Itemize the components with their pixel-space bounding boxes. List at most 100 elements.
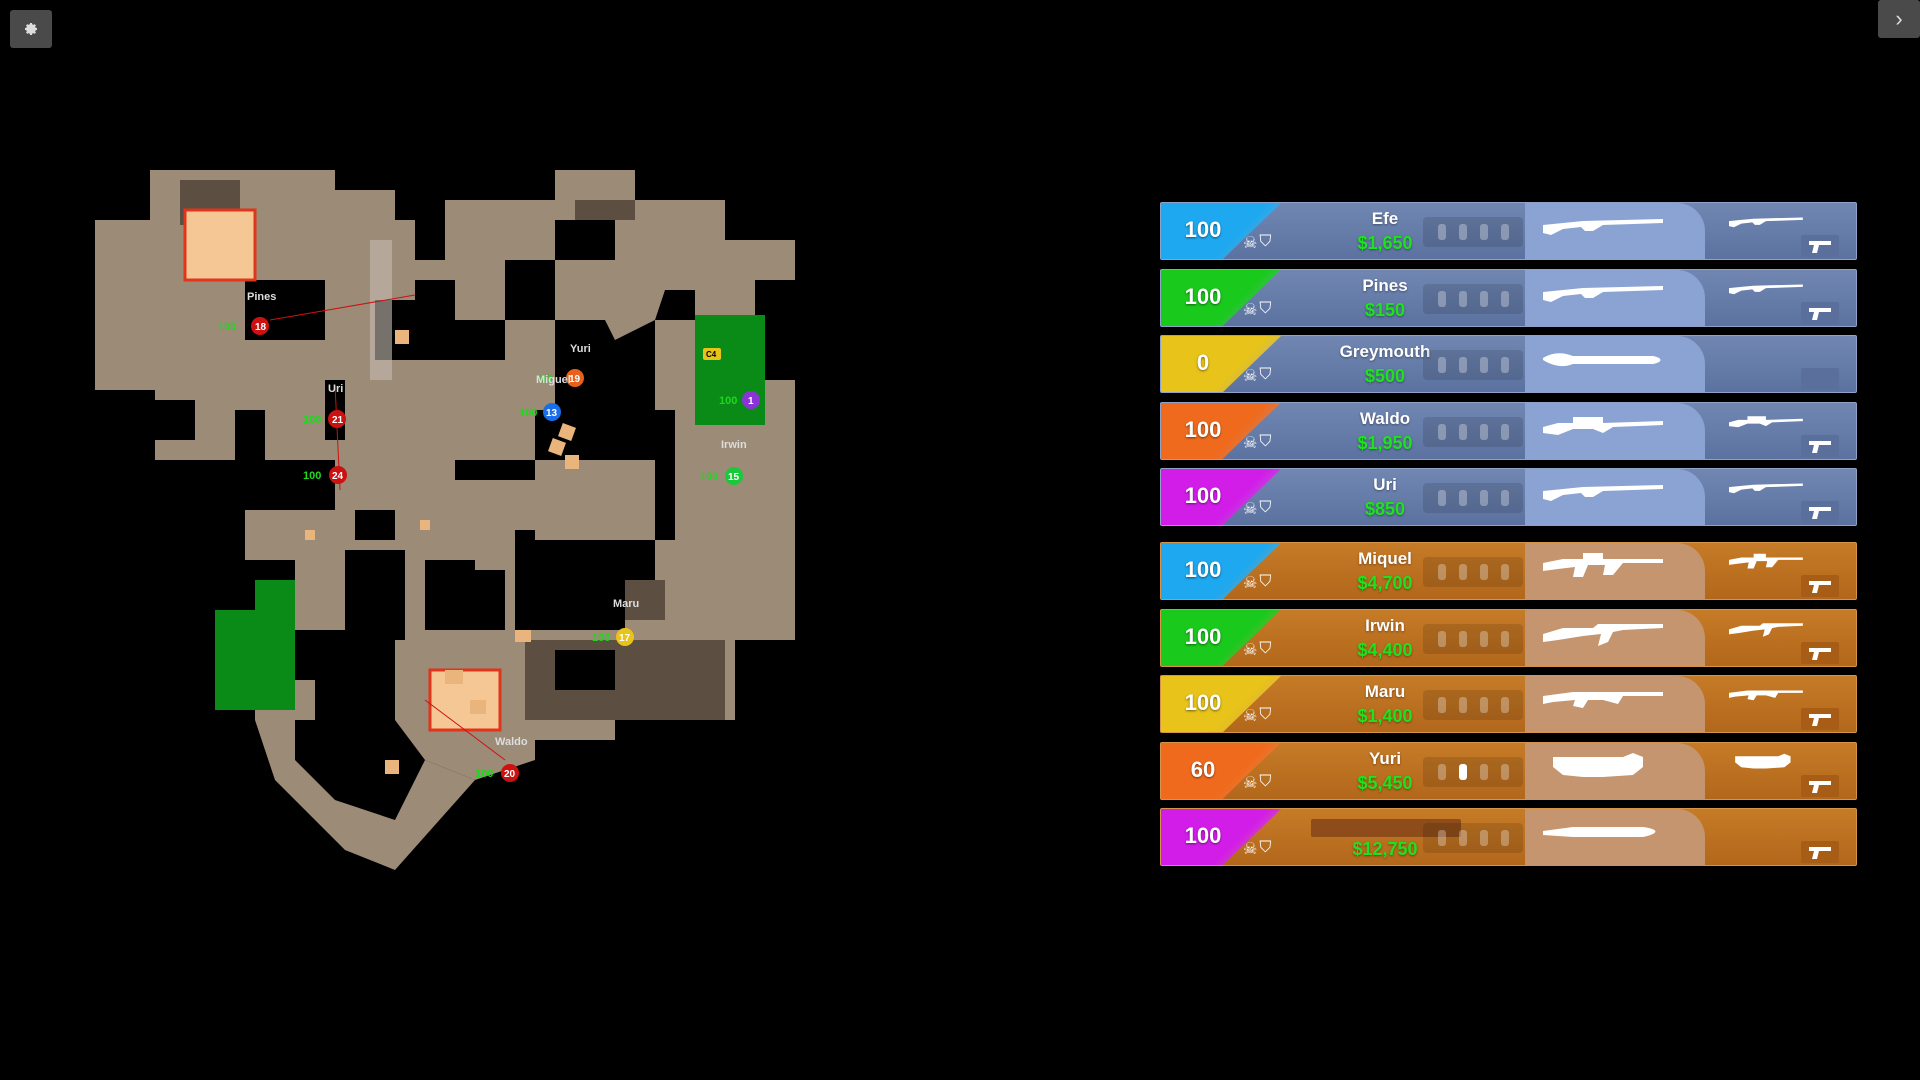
player-money: $4,700 xyxy=(1357,573,1413,593)
svg-text:Maru: Maru xyxy=(613,598,639,610)
chevron-right-icon: › xyxy=(1895,6,1903,31)
grenade-slots xyxy=(1423,690,1523,720)
player-row[interactable]: 100 ☠⛉ Efe $1,650 xyxy=(1160,202,1857,260)
pistol-slot xyxy=(1801,841,1839,863)
weapon-icon xyxy=(1729,690,1803,701)
svg-text:100: 100 xyxy=(719,395,737,407)
weapon-icon xyxy=(1543,219,1663,235)
weapon-icon xyxy=(1543,285,1663,302)
health-value: 100 xyxy=(1184,623,1222,649)
settings-button[interactable] xyxy=(10,10,52,48)
gear-icon xyxy=(25,23,37,35)
player-row[interactable]: 100 ☠⛉ Maru $1,400 xyxy=(1160,675,1857,733)
player-marker-yuri[interactable]: Yuri 60 19 xyxy=(540,343,591,387)
kill-stats: ☠⛉ xyxy=(1243,706,1271,726)
player-money: $1,950 xyxy=(1357,432,1413,453)
armor-icon: ⛉ xyxy=(1259,499,1272,516)
svg-text:100: 100 xyxy=(303,414,321,426)
grenade-slots xyxy=(1423,217,1523,247)
kill-stats: ☠⛉ xyxy=(1243,433,1271,453)
pistol-slot xyxy=(1801,708,1839,730)
weapon-icon xyxy=(1543,553,1663,577)
player-marker-irwin[interactable]: Irwin 100 15 xyxy=(700,439,747,485)
grenade-slots xyxy=(1423,350,1523,380)
bomb-label: C4 xyxy=(706,350,717,359)
skull-icon: ☠ xyxy=(1243,641,1258,659)
radar-map: C4 Pines 100 18 Uri 100 21 100 24 Yuri 6… xyxy=(95,160,935,880)
grenade-slots xyxy=(1423,416,1523,447)
player-row[interactable]: 100 ☠⛉ $12,750 xyxy=(1160,808,1857,866)
pistol-slot xyxy=(1801,641,1839,664)
skull-icon: ☠ xyxy=(1243,841,1258,858)
svg-text:20: 20 xyxy=(504,769,516,780)
player-name: Pines xyxy=(1362,275,1408,295)
svg-text:Irwin: Irwin xyxy=(721,439,747,451)
grenade-slots xyxy=(1423,557,1523,587)
player-row[interactable]: 0 ☠⛉ Greymouth $500 xyxy=(1160,335,1857,393)
kill-stats: ☠⛉ xyxy=(1243,640,1271,660)
player-money: $1,400 xyxy=(1357,706,1413,726)
primary-weapon xyxy=(1525,402,1705,459)
player-name: Greymouth xyxy=(1339,342,1431,361)
player-row[interactable]: 100 ☠⛉ Uri $850 xyxy=(1160,468,1857,526)
svg-text:Miguel: Miguel xyxy=(536,374,571,386)
armor-icon: ⛉ xyxy=(1259,839,1272,856)
svg-text:100: 100 xyxy=(218,321,236,333)
weapon-icon xyxy=(1729,217,1803,228)
grenade-slots xyxy=(1423,483,1523,513)
health-value: 100 xyxy=(1184,823,1222,848)
svg-text:1: 1 xyxy=(748,396,754,407)
weapon-icon xyxy=(1729,622,1803,637)
skull-icon: ☠ xyxy=(1243,774,1258,792)
skull-icon: ☠ xyxy=(1243,434,1258,452)
skull-icon: ☠ xyxy=(1243,708,1258,725)
player-row[interactable]: 100 ☠⛉ Pines $150 xyxy=(1160,268,1857,327)
svg-text:Pines: Pines xyxy=(247,291,276,303)
pistol-slot xyxy=(1801,501,1839,523)
player-marker-maru[interactable]: Maru 100 17 xyxy=(592,598,639,646)
player-money: $5,450 xyxy=(1357,772,1413,793)
player-row[interactable]: 100 ☠⛉ Miquel $4,700 xyxy=(1160,542,1857,600)
armor-icon: ⛉ xyxy=(1259,299,1272,317)
player-name: Yuri xyxy=(1368,748,1402,768)
weapon-icon xyxy=(1729,819,1809,839)
player-marker-miguel[interactable]: Miguel 100 13 xyxy=(519,374,571,421)
weapon-icon xyxy=(1729,415,1803,427)
secondary-weapon xyxy=(1729,819,1809,844)
armor-icon: ⛉ xyxy=(1259,432,1272,450)
skull-icon: ☠ xyxy=(1243,575,1258,592)
armor-icon: ⛉ xyxy=(1259,573,1272,590)
primary-weapon xyxy=(1525,742,1705,799)
weapon-icon xyxy=(1543,692,1663,708)
secondary-weapon xyxy=(1729,346,1809,371)
player-money: $850 xyxy=(1364,499,1406,519)
player-marker-waldo[interactable]: Waldo 100 20 xyxy=(475,736,528,782)
weapon-icon xyxy=(1543,623,1663,646)
kill-stats: ☠⛉ xyxy=(1243,773,1271,793)
svg-text:Uri: Uri xyxy=(328,383,343,395)
player-money: $1,650 xyxy=(1357,233,1413,253)
weapon-icon xyxy=(1543,353,1661,367)
player-name: Maru xyxy=(1364,682,1406,701)
secondary-weapon xyxy=(1729,280,1809,305)
player-name: Waldo xyxy=(1359,408,1411,428)
armor-icon: ⛉ xyxy=(1259,233,1272,250)
player-row[interactable]: 60 ☠⛉ Yuri $5,450 xyxy=(1160,741,1857,800)
player-marker-uri[interactable]: Uri 100 21 xyxy=(303,383,346,428)
skull-icon: ☠ xyxy=(1243,501,1258,518)
player-marker-pines[interactable]: Pines 100 18 xyxy=(218,291,276,335)
armor-icon: ⛉ xyxy=(1259,639,1272,657)
player-row[interactable]: 100 ☠⛉ Irwin $4,400 xyxy=(1160,608,1857,667)
health-value: 100 xyxy=(1184,557,1222,582)
player-marker-greymouth[interactable]: 100 24 xyxy=(303,466,347,484)
grenade-slots xyxy=(1423,283,1523,314)
expand-panel-button[interactable]: › xyxy=(1878,0,1920,38)
player-marker-efe[interactable]: 100 1 xyxy=(719,391,760,409)
player-row[interactable]: 100 ☠⛉ Waldo $1,950 xyxy=(1160,401,1857,460)
player-name-redacted xyxy=(1311,819,1461,837)
kill-stats: ☠⛉ xyxy=(1243,300,1271,320)
weapon-icon xyxy=(1735,753,1791,769)
kill-stats: ☠⛉ xyxy=(1243,366,1271,386)
player-money: $500 xyxy=(1364,366,1406,386)
primary-weapon xyxy=(1525,469,1705,525)
